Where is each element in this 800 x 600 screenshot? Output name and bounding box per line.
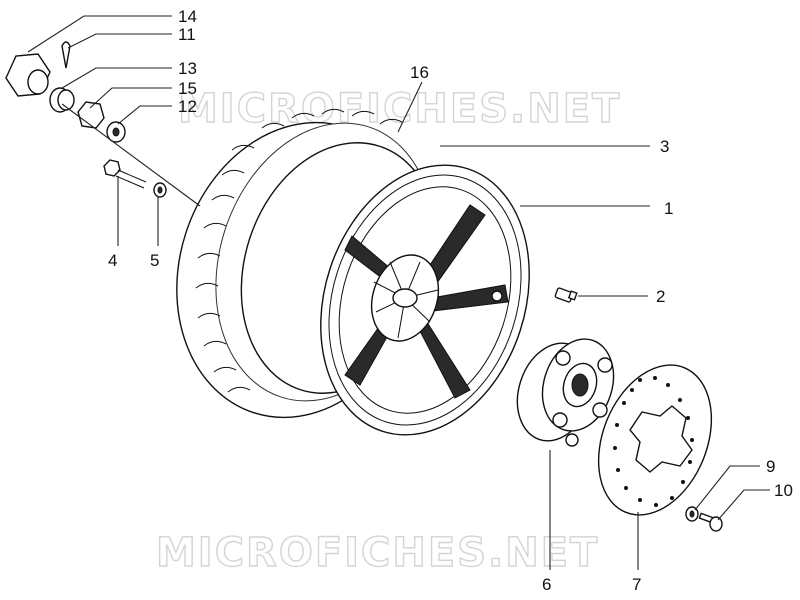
hex-nut: [77, 101, 105, 129]
callout-16: 16: [410, 63, 429, 82]
callout-7: 7: [632, 575, 641, 594]
leader-lines: [27, 15, 770, 570]
brake-disc: [597, 364, 713, 516]
callout-14: 14: [178, 7, 197, 26]
wheel-rim: [320, 164, 530, 436]
callout-11: 11: [178, 25, 196, 44]
rim-washer: [153, 182, 167, 198]
callout-6: 6: [542, 575, 551, 594]
callout-4: 4: [108, 251, 117, 270]
callout-10: 10: [774, 481, 793, 500]
callout-5: 5: [150, 251, 159, 270]
callout-9: 9: [766, 457, 775, 476]
split-pin: [61, 41, 71, 69]
callout-12: 12: [178, 97, 197, 116]
rim-bolt: [103, 159, 147, 189]
hub-carrier: [516, 338, 615, 447]
castle-nut: [49, 87, 75, 113]
callout-2: 2: [656, 287, 665, 306]
axle-washer: [106, 121, 126, 143]
disc-bolt: [698, 512, 723, 532]
callout-3: 3: [660, 137, 669, 156]
callout-13: 13: [178, 59, 197, 78]
watermark-bottom: MICROFICHES.NET: [156, 530, 599, 576]
callout-1: 1: [664, 199, 673, 218]
callout-15: 15: [178, 79, 197, 98]
valve: [554, 287, 578, 303]
axle-nut: [5, 53, 51, 97]
watermark-top: MICROFICHES.NET: [178, 86, 621, 132]
disc-washer: [685, 506, 699, 522]
